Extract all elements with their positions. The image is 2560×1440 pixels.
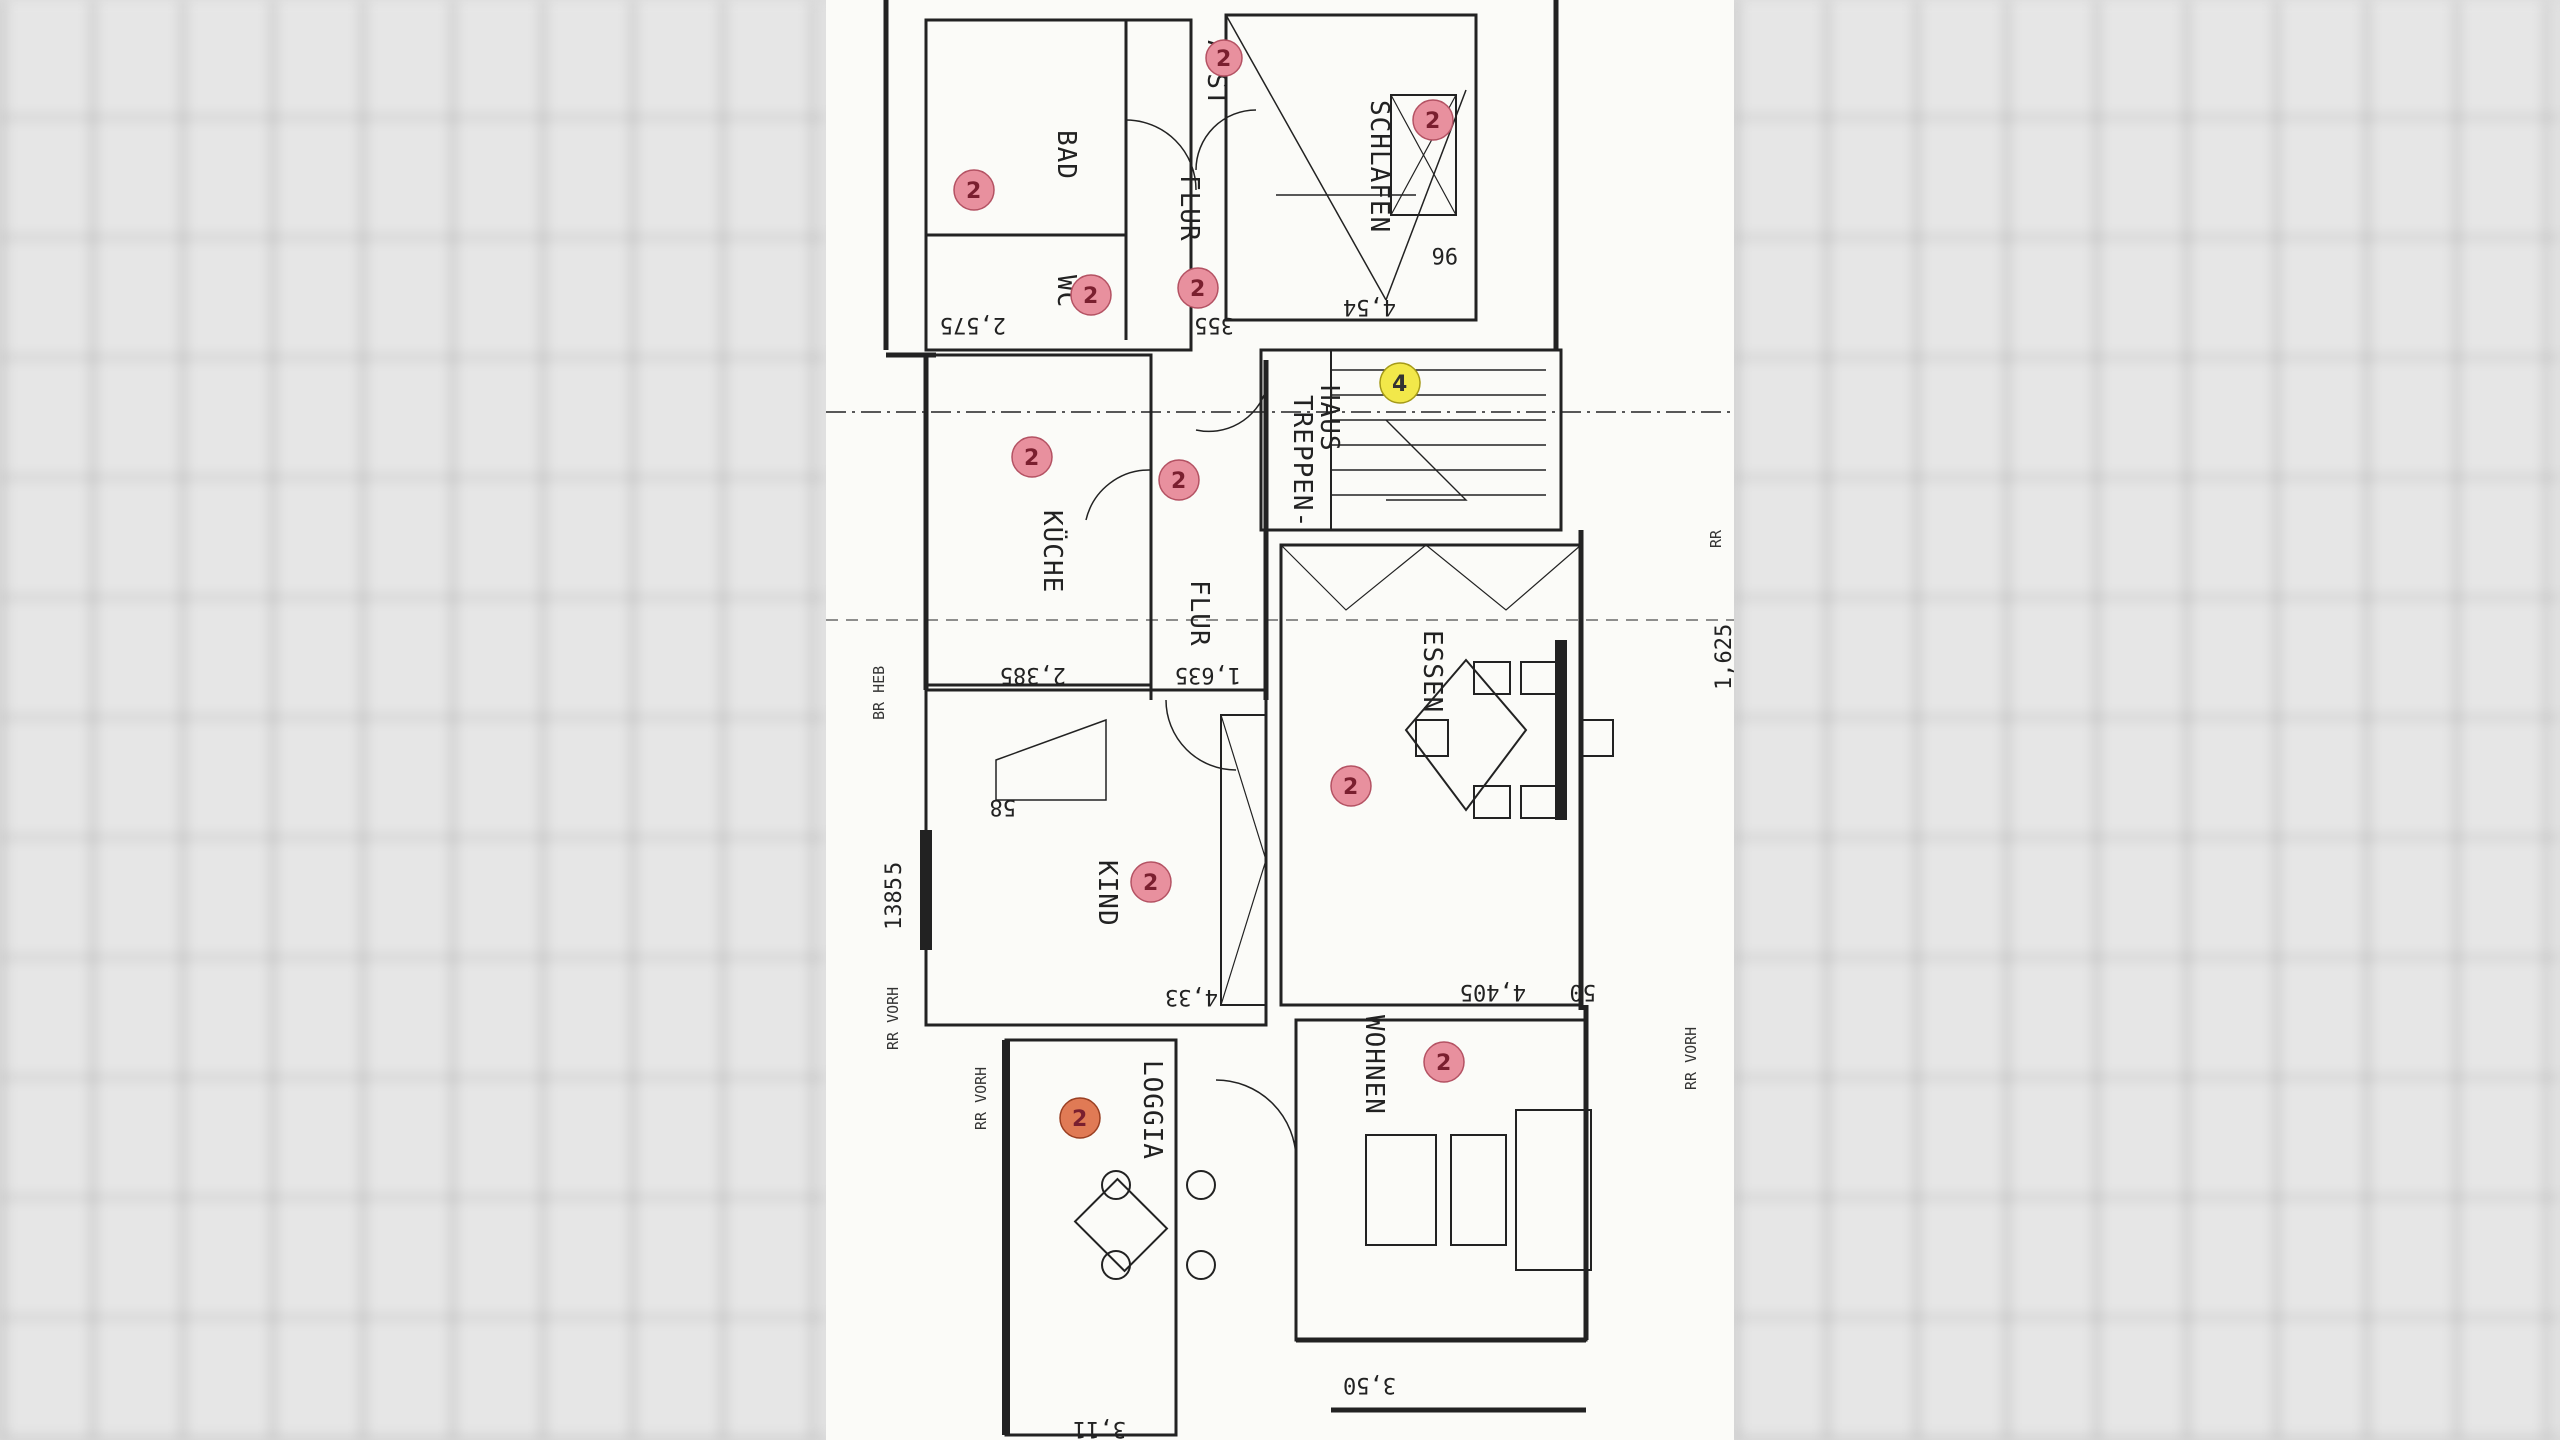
note-rr-right-top: RR	[1707, 529, 1725, 548]
svg-text:2: 2	[1083, 284, 1098, 309]
svg-text:2: 2	[1343, 775, 1358, 800]
room-label-loggia: LOGGIA	[1137, 1060, 1167, 1160]
marker-kueche: 2	[1011, 436, 1053, 478]
blurred-backdrop-right	[1734, 0, 2560, 1440]
marker-essen: 2	[1330, 765, 1372, 807]
dimension-kind-width: 4,33	[1165, 984, 1218, 1009]
svg-text:2: 2	[1024, 446, 1039, 471]
room-label-essen: ESSEN	[1417, 630, 1447, 713]
note-rr-vorh-right: RR VORH	[1682, 1027, 1700, 1090]
floor-plan-drawing: BAD ABST SCHLAFEN WC FLUR KÜCHE TREPPEN-…	[826, 0, 1734, 1440]
marker-kind: 2	[1130, 861, 1172, 903]
dimension-kueche-width: 2,385	[1000, 662, 1066, 687]
marker-wc: 2	[1070, 274, 1112, 316]
svg-text:4: 4	[1392, 372, 1407, 397]
svg-text:2: 2	[966, 179, 981, 204]
dimension-wohnen-offset: 50	[1570, 979, 1597, 1004]
dimension-flur-mid-width: 1,635	[1175, 662, 1241, 687]
room-label-treppenhaus-2: HAUS	[1314, 385, 1344, 452]
marker-flur-top: 2	[1177, 267, 1219, 309]
room-label-wohnen: WOHNEN	[1359, 1015, 1389, 1115]
room-label-treppenhaus-1: TREPPEN-	[1287, 395, 1317, 528]
svg-text:2: 2	[1436, 1051, 1451, 1076]
dimension-wc-width: 2,575	[940, 312, 1006, 337]
floor-plan-sheet: BAD ABST SCHLAFEN WC FLUR KÜCHE TREPPEN-…	[826, 0, 1734, 1440]
dimension-loggia-width: 3,11	[1073, 1416, 1126, 1440]
svg-text:2: 2	[1216, 47, 1231, 72]
dimension-kind-sill: 58	[990, 794, 1017, 819]
note-rr-vorh-loggia: RR VORH	[972, 1067, 990, 1130]
dimension-flur-width: 355	[1194, 312, 1234, 337]
room-label-schlafen: SCHLAFEN	[1364, 100, 1394, 233]
svg-text:2: 2	[1143, 871, 1158, 896]
dimension-wohnen-bottom: 3,50	[1343, 1372, 1396, 1397]
room-markers: 2 2 2 2 2 2 2 4 2 2 2 2	[953, 39, 1465, 1139]
svg-text:2: 2	[1072, 1107, 1087, 1132]
note-rr-vorh-left: RR VORH	[884, 987, 902, 1050]
room-label-flur-mid: FLUR	[1184, 580, 1214, 647]
dimension-schlafen-depth: 96	[1432, 242, 1459, 267]
marker-wohnen: 2	[1423, 1041, 1465, 1083]
room-label-flur-top: FLUR	[1174, 175, 1204, 242]
svg-text:2: 2	[1171, 469, 1186, 494]
note-br-heb: BR HEB	[870, 666, 888, 720]
dimension-wohnen-width: 4,405	[1460, 979, 1526, 1004]
marker-schlafen: 2	[1412, 99, 1454, 141]
marker-flur-mid: 2	[1158, 459, 1200, 501]
dimension-schlafen-width: 4,54	[1343, 294, 1396, 319]
room-label-bad: BAD	[1051, 130, 1081, 180]
dimension-side-right: 1,625	[1712, 624, 1734, 690]
room-label-kueche: KÜCHE	[1037, 510, 1069, 593]
room-label-kind: KIND	[1092, 860, 1122, 927]
dimension-side-left-a: 1385	[882, 877, 907, 930]
blurred-backdrop-left	[0, 0, 826, 1440]
dimension-side-left-b: 5	[882, 862, 907, 875]
marker-treppenhaus: 4	[1379, 362, 1421, 404]
marker-abst: 2	[1205, 39, 1243, 77]
marker-loggia: 2	[1059, 1097, 1101, 1139]
svg-text:2: 2	[1190, 277, 1205, 302]
marker-bad: 2	[953, 169, 995, 211]
svg-text:2: 2	[1425, 109, 1440, 134]
